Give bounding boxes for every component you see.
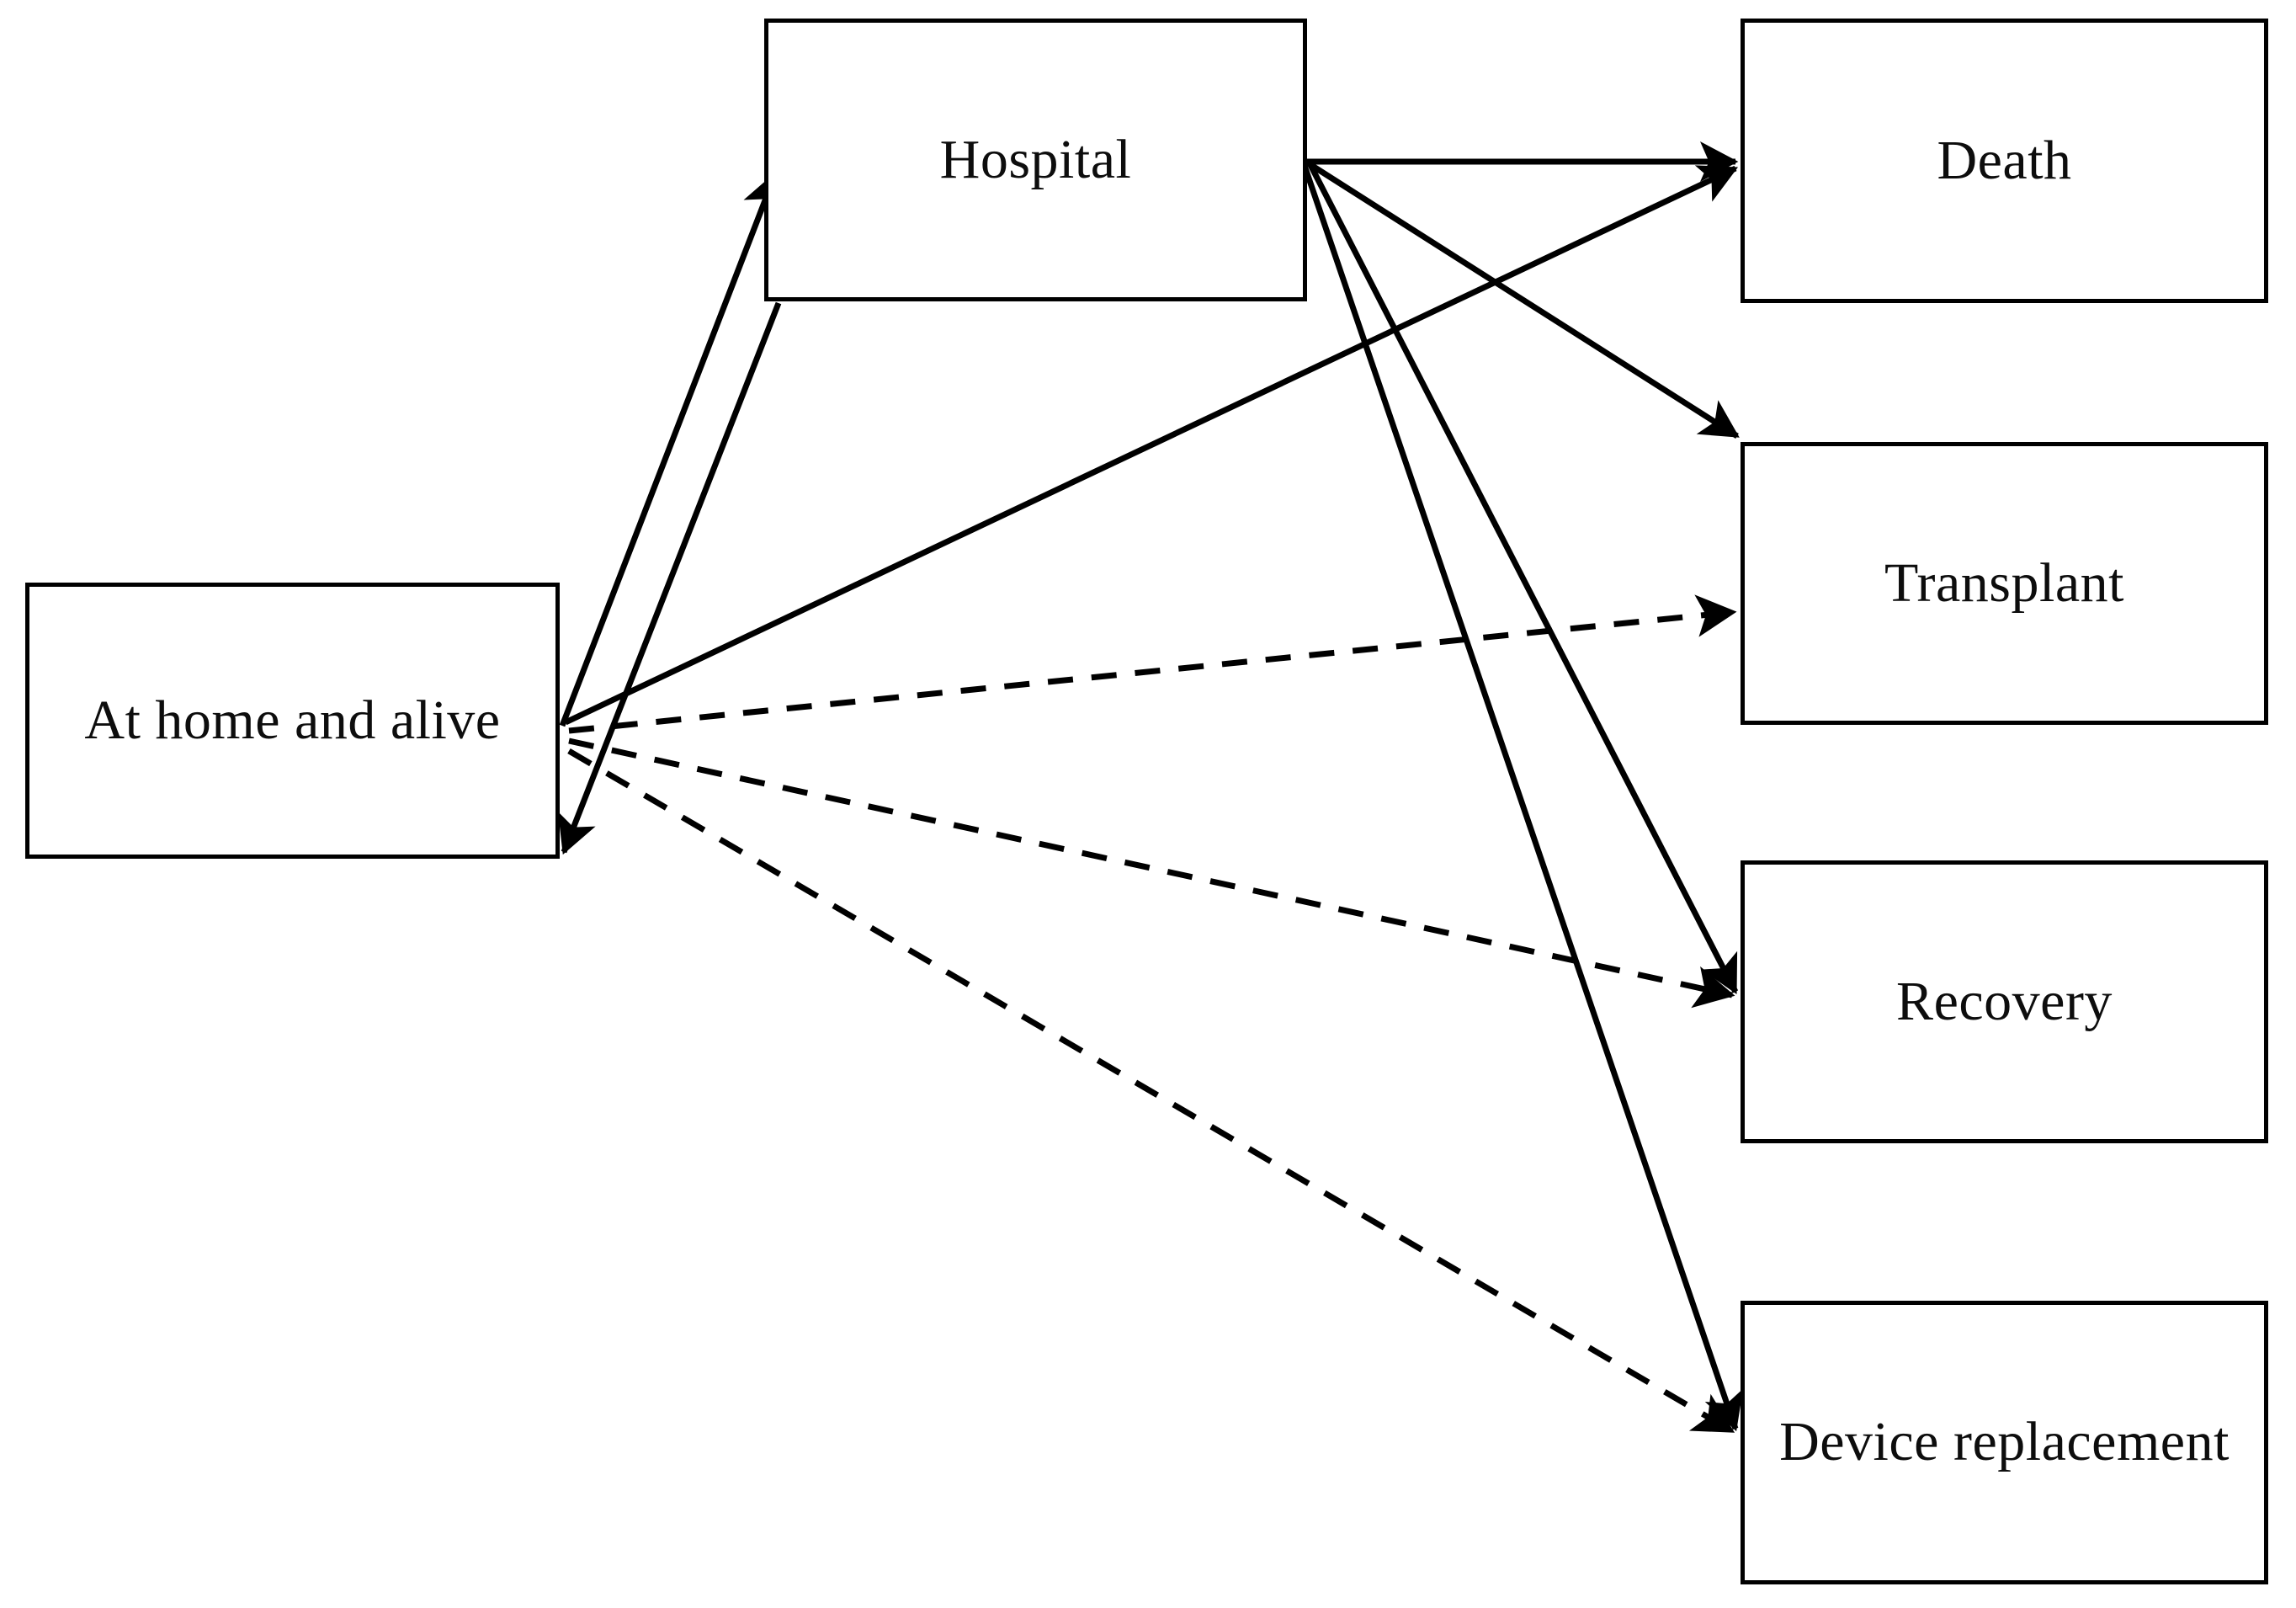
state-label-device-replacement: Device replacement — [1779, 1411, 2230, 1473]
state-node-at-home-and-alive[interactable]: At home and alive — [25, 583, 560, 859]
edge-home-to-death — [564, 165, 1739, 726]
state-label-hospital: Hospital — [939, 128, 1132, 190]
state-node-death[interactable]: Death — [1741, 19, 2268, 303]
state-node-recovery[interactable]: Recovery — [1741, 860, 2268, 1143]
edge-home-to-recovery — [568, 737, 1735, 1009]
state-node-transplant[interactable]: Transplant — [1741, 442, 2268, 725]
edge-hospital-to-home — [558, 301, 782, 855]
edge-home-to-transplant — [568, 594, 1737, 734]
edge-home-to-hospital — [559, 171, 782, 727]
edge-hospital-to-recovery — [1306, 162, 1739, 994]
state-node-hospital[interactable]: Hospital — [764, 19, 1307, 301]
state-label-at-home-and-alive: At home and alive — [84, 689, 501, 751]
state-label-transplant: Transplant — [1884, 551, 2124, 614]
edge-hospital-to-transplant — [1305, 160, 1740, 439]
edge-home-to-device — [567, 748, 1735, 1435]
state-label-death: Death — [1937, 129, 2072, 191]
state-label-recovery: Recovery — [1896, 970, 2113, 1032]
state-node-device-replacement[interactable]: Device replacement — [1741, 1301, 2268, 1584]
edge-hospital-to-device — [1300, 162, 1744, 1432]
